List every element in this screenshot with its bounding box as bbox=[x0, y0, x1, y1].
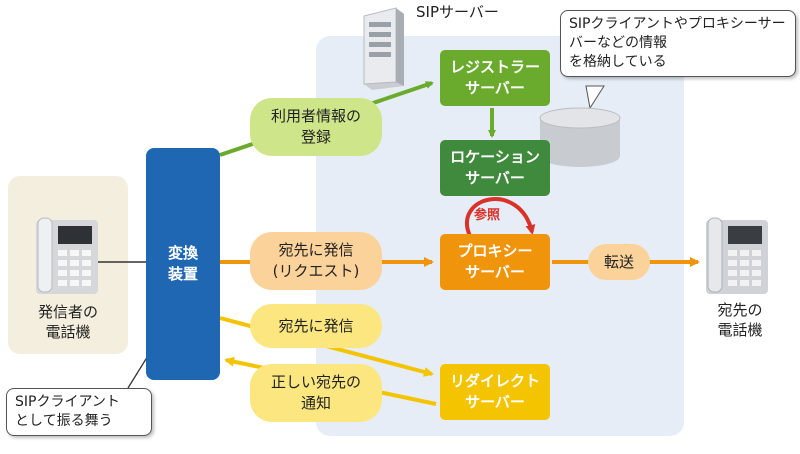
db-callout-pointer bbox=[585, 85, 605, 110]
location-server-box: ロケーション サーバー bbox=[440, 140, 550, 196]
call-request-pill: 宛先に発信 (リクエスト) bbox=[250, 232, 382, 290]
database-icon bbox=[539, 107, 621, 167]
caller-phone-icon bbox=[36, 217, 98, 294]
destination-phone-label: 宛先の 電話機 bbox=[717, 301, 763, 339]
proxy-server-box: プロキシー サーバー bbox=[440, 234, 550, 290]
transfer-pill: 転送 bbox=[588, 244, 650, 280]
correct-destination-notify-pill: 正しい宛先の 通知 bbox=[250, 364, 382, 422]
database-callout: SIPクライアントやプロキシーサーバーなどの情報 を格納している bbox=[560, 10, 796, 77]
refer-label: 参照 bbox=[474, 208, 501, 223]
converter-box: 変換 装置 bbox=[146, 148, 220, 380]
server-icon bbox=[363, 7, 404, 90]
refer-arc bbox=[465, 197, 536, 237]
sip-server-label: SIPサーバー bbox=[416, 3, 499, 21]
client-callout: SIPクライアント として振る舞う bbox=[6, 388, 152, 436]
destination-phone-icon bbox=[706, 217, 768, 294]
user-registration-pill: 利用者情報の 登録 bbox=[250, 98, 382, 156]
call-to-destination-pill: 宛先に発信 bbox=[250, 304, 382, 348]
caller-phone-label: 発信者の 電話機 bbox=[37, 303, 98, 341]
redirect-server-box: リダイレクト サーバー bbox=[440, 364, 550, 420]
registrar-server-box: レジストラー サーバー bbox=[440, 50, 550, 106]
